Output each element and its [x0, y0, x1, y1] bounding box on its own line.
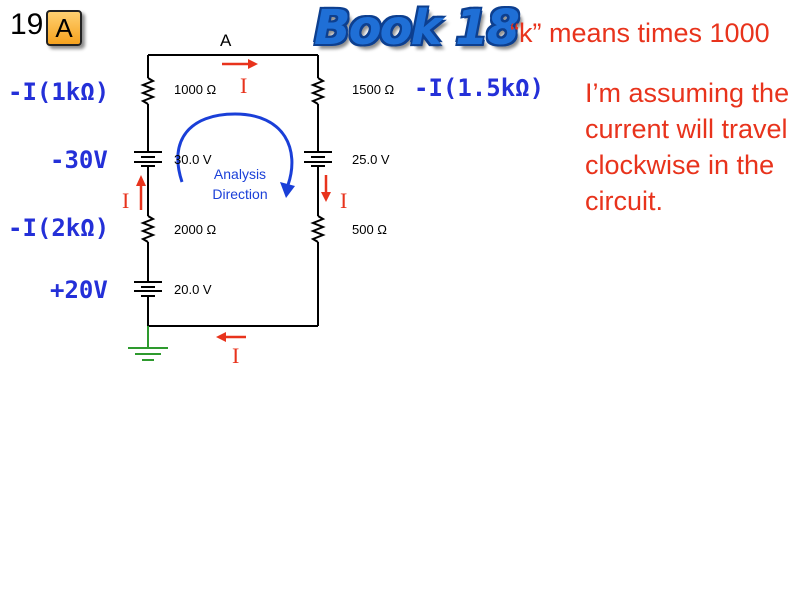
analysis-direction-arrow: [176, 112, 295, 198]
label-25v: 25.0 V: [352, 152, 390, 167]
analysis-direction-line1: Analysis: [213, 166, 267, 182]
label-30v: 30.0 V: [174, 152, 212, 167]
page-title: Book 18: [314, 0, 520, 56]
battery-30v: [134, 151, 162, 167]
resistor-1000-ohm: [140, 77, 156, 105]
current-arrow-top: [222, 59, 258, 69]
resistor-2000-ohm: [140, 215, 156, 243]
battery-20v: [134, 281, 162, 297]
current-label-bottom: I: [232, 343, 240, 368]
label-1500-ohm: 1500 Ω: [352, 82, 395, 97]
current-label-top: I: [240, 73, 248, 98]
label-1000-ohm: 1000 Ω: [174, 82, 217, 97]
term-20v: +20V: [50, 276, 108, 304]
current-arrow-left: [136, 175, 146, 210]
page-subtitle: “k” means times 1000: [510, 18, 770, 48]
analysis-direction-line2: Direction: [212, 186, 268, 202]
slide-number: 19: [10, 8, 44, 41]
resistor-500-ohm: [310, 215, 326, 243]
label-500-ohm: 500 Ω: [352, 222, 388, 237]
clockwise-note: I’m assuming the current will travel clo…: [585, 78, 790, 216]
current-arrow-bottom: [216, 332, 246, 342]
node-label-a: A: [220, 31, 232, 50]
current-label-left: I: [122, 188, 130, 213]
battery-25v: [304, 151, 332, 167]
label-20v: 20.0 V: [174, 282, 212, 297]
current-label-right: I: [340, 188, 348, 213]
term-30v: -30V: [50, 146, 108, 174]
resistor-1500-ohm: [310, 77, 326, 105]
slide-badge: A: [46, 10, 82, 46]
term-2k: -I(2kΩ): [8, 214, 110, 242]
label-2000-ohm: 2000 Ω: [174, 222, 217, 237]
term-1-5k: -I(1.5kΩ): [414, 74, 545, 102]
ground-icon: [128, 326, 168, 361]
analysis-direction-label: Analysis Direction: [198, 164, 282, 204]
term-1k: -I(1kΩ): [8, 78, 110, 106]
current-arrow-right: [321, 175, 331, 202]
